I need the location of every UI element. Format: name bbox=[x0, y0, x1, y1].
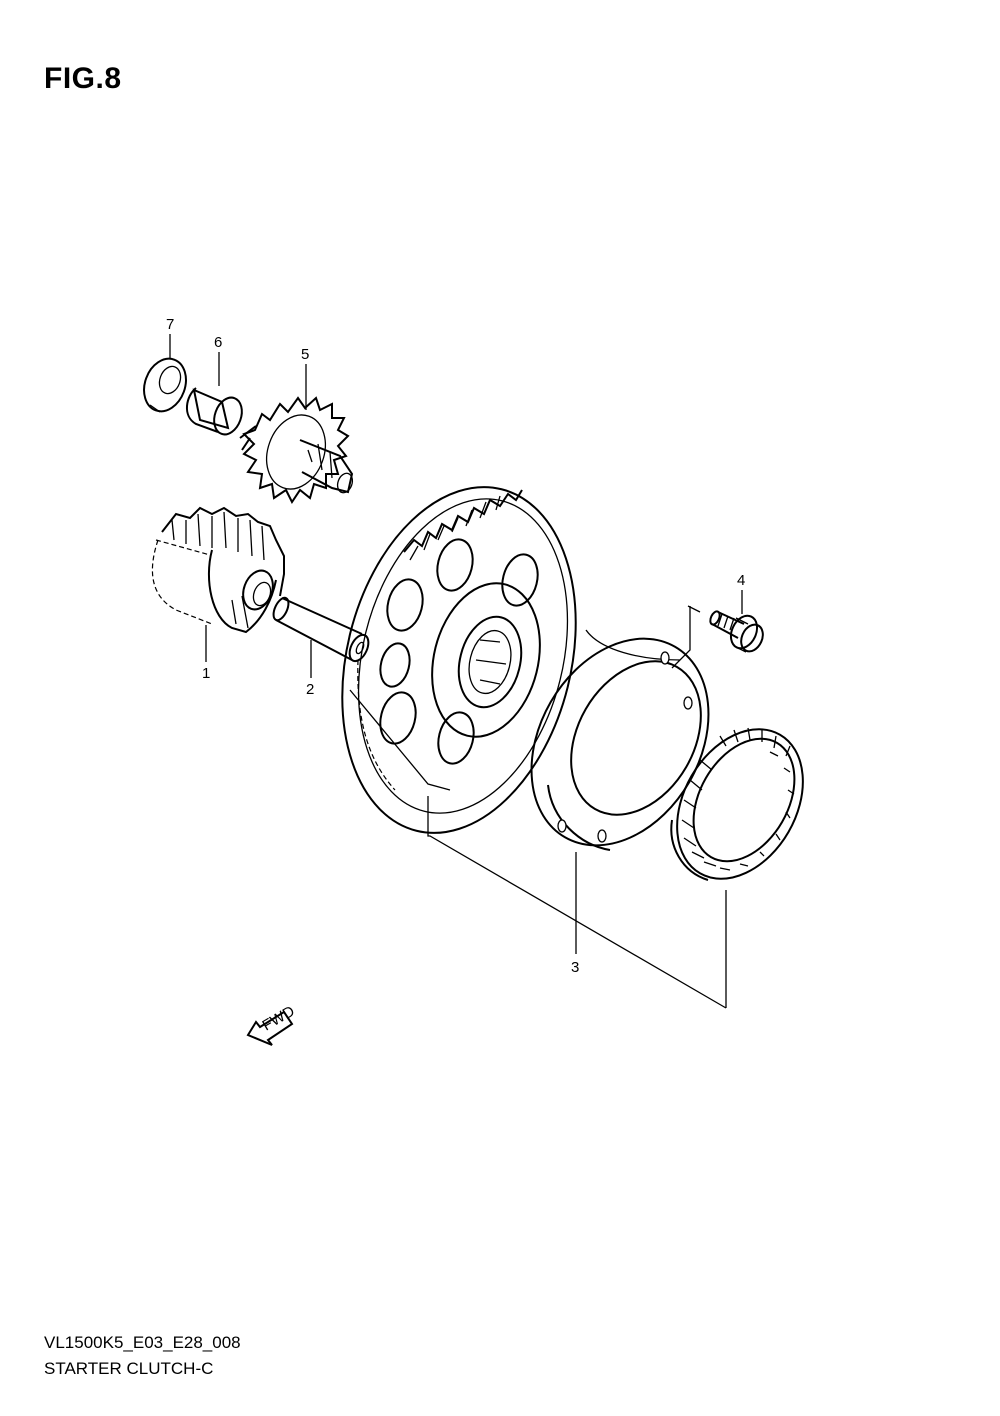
fwd-direction-arrow: FWD bbox=[246, 1003, 298, 1046]
part-1-starter-idler-gear[interactable] bbox=[151, 506, 285, 634]
starter-clutch-body[interactable] bbox=[496, 605, 745, 877]
section-name: STARTER CLUTCH-C bbox=[44, 1359, 214, 1378]
one-way-clutch[interactable] bbox=[652, 707, 829, 902]
callout-7: 7 bbox=[166, 316, 174, 333]
callout-4: 4 bbox=[737, 572, 745, 589]
part-2-idler-shaft[interactable] bbox=[270, 596, 372, 664]
part-7-washer[interactable] bbox=[137, 353, 193, 417]
callout-3: 3 bbox=[571, 959, 579, 976]
callout-1: 1 bbox=[202, 665, 210, 682]
part-6-bushing[interactable] bbox=[186, 387, 247, 438]
starter-driven-gear[interactable] bbox=[308, 462, 611, 858]
part-4-bolt[interactable] bbox=[708, 610, 767, 655]
callout-2: 2 bbox=[306, 681, 314, 698]
part-5-idler-gear[interactable] bbox=[239, 396, 355, 504]
figure-title: FIG.8 bbox=[44, 62, 122, 95]
callout-6: 6 bbox=[214, 334, 222, 351]
leader-lines bbox=[169, 334, 743, 1009]
callout-5: 5 bbox=[301, 346, 309, 363]
model-code: VL1500K5_E03_E28_008 bbox=[44, 1333, 241, 1352]
fwd-label: FWD bbox=[260, 1003, 298, 1035]
